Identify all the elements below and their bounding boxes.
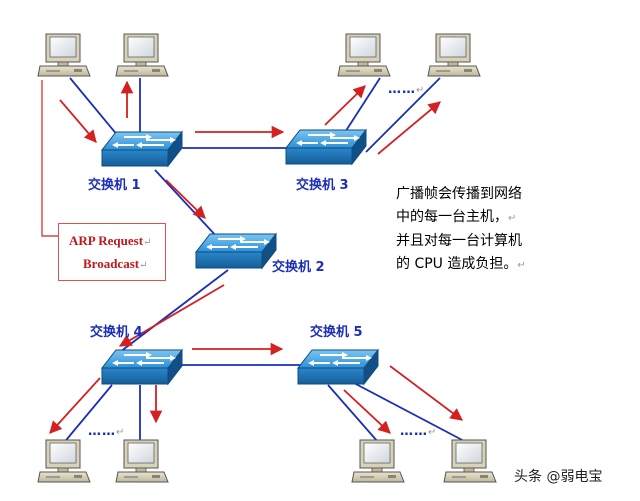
broadcast-description: 广播帧会传播到网络 中的每一台主机，↵ 并且对每一台计算机 的 CPU 造成负担… (396, 183, 576, 277)
switch-2-icon (195, 233, 277, 269)
ellipsis-bottom-right: ……↵ (400, 424, 438, 439)
pc-5-icon (37, 439, 91, 483)
arrow-sw5-to-pc7 (343, 389, 391, 434)
switch-1-label: 交换机 1 (88, 178, 141, 193)
link-sw5-pc8 (351, 381, 467, 443)
switch-4-label: 交换机 4 (90, 325, 143, 340)
pc-8-icon (443, 439, 497, 483)
switch-5-icon (297, 349, 379, 385)
link-sw1-sw2 (154, 169, 219, 239)
arrow-pc1-to-sw1 (59, 99, 97, 143)
watermark: 头条 @弱电宝 (514, 469, 603, 485)
switch-5-label: 交换机 5 (310, 325, 363, 340)
link-sw3-pc4 (365, 77, 441, 153)
description-line-2: 中的每一台主机，↵ (396, 209, 517, 225)
pc-4-icon (427, 33, 481, 77)
network-links (61, 77, 467, 446)
link-sw5-pc7 (327, 384, 379, 443)
pc-2-icon (115, 33, 169, 77)
switch-4-icon (101, 349, 183, 385)
arp-origin-line (41, 80, 58, 237)
arrow-sw1-to-sw2 (165, 179, 206, 219)
pc-6-icon (115, 439, 169, 483)
arrow-sw3-to-pc3 (324, 85, 366, 126)
switch-3-icon (285, 129, 367, 165)
link-sw4-pc5 (61, 384, 113, 446)
pc-1-icon (37, 33, 91, 77)
broadcast-arrows (49, 80, 464, 434)
description-line-4: 的 CPU 造成负担。↵ (396, 256, 526, 272)
switch-3-label: 交换机 3 (296, 178, 349, 193)
pc-3-icon (337, 33, 391, 77)
ellipsis-bottom-left: ……↵ (88, 424, 126, 439)
pc-7-icon (351, 439, 405, 483)
arp-line-1: ARP Request↵ (69, 233, 152, 248)
description-line-1: 广播帧会传播到网络 (396, 186, 522, 202)
ellipsis-top: ……↵ (388, 82, 426, 97)
switch-2-label: 交换机 2 (272, 260, 325, 275)
arrow-sw3-to-pc4 (377, 101, 441, 155)
arp-line-2: Broadcast↵ (83, 256, 148, 271)
switch-1-icon (101, 131, 183, 167)
arrow-sw4-to-pc5 (49, 377, 101, 434)
arrow-sw5-to-pc8 (389, 365, 464, 421)
description-line-3: 并且对每一台计算机 (396, 233, 522, 249)
arp-request-box: ARP Request↵ Broadcast↵ (58, 223, 166, 281)
link-sw2-sw4 (119, 269, 229, 353)
arrow-sw2-to-sw4 (118, 284, 225, 347)
